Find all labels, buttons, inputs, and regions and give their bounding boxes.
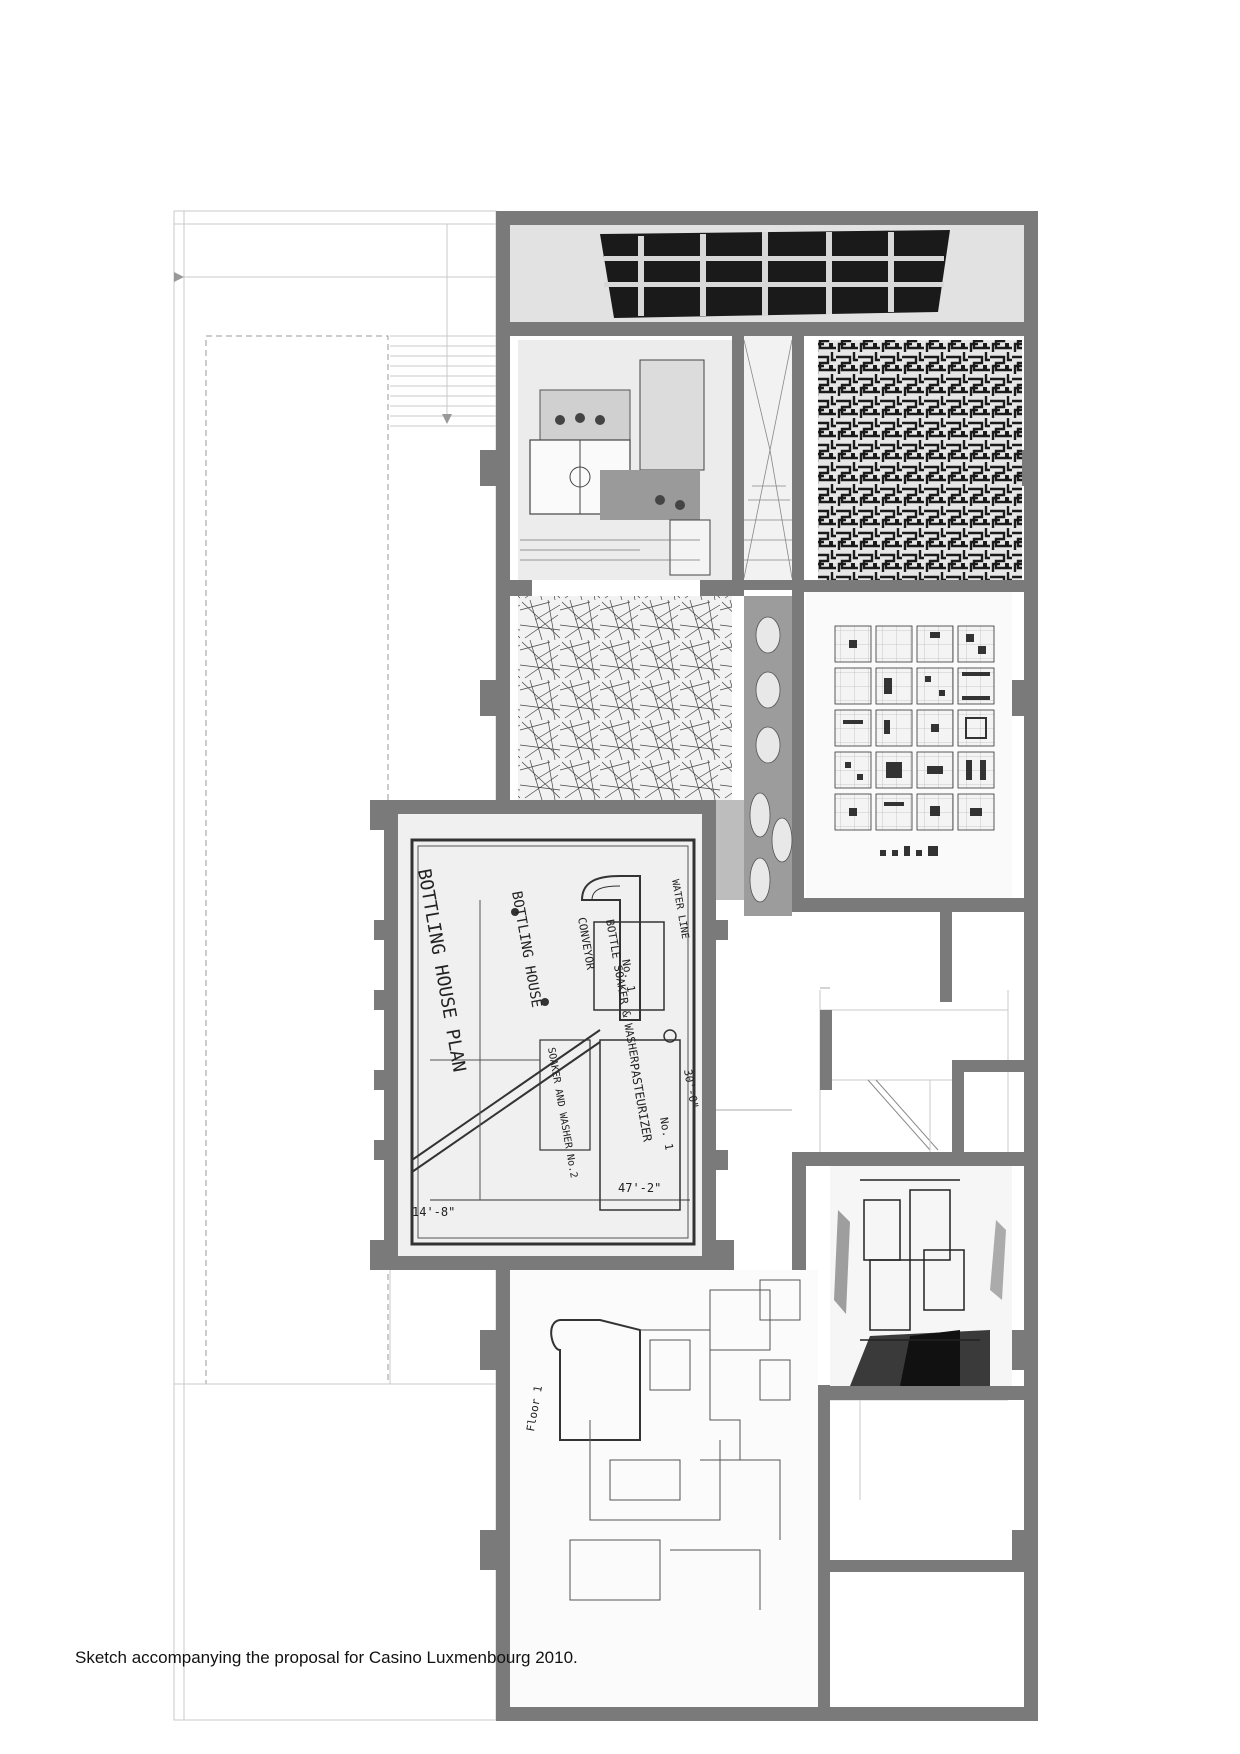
- grid-diagrams: [806, 592, 1012, 898]
- scribble-collage: [518, 596, 732, 800]
- maze-collage: [818, 340, 1022, 580]
- blueprint-dimension-2: 47'-2": [618, 1181, 661, 1195]
- site-plan-collage: [518, 340, 732, 580]
- east-annex-outline: [819, 990, 1009, 1500]
- building-walls: [370, 211, 1038, 1721]
- blueprint-dimension-1: 14'-8": [412, 1205, 455, 1219]
- figure-caption: Sketch accompanying the proposal for Cas…: [75, 1648, 578, 1667]
- bottling-house-blueprint: BOTTLING HOUSE PLAN BOTTLING HOUSE CONVE…: [398, 814, 702, 1256]
- tile-pattern-collage: [716, 596, 793, 916]
- hand-sketch-collage: Floor 1: [510, 1270, 818, 1707]
- skylight-collage: [510, 225, 1024, 322]
- blueprint-pasteurizer-number: No. 1: [657, 1116, 676, 1151]
- perspective-sketch: [743, 336, 793, 580]
- corridor-lines: [716, 987, 830, 1111]
- stair-treads: [390, 335, 496, 427]
- axonometric-collage: [830, 1166, 1012, 1386]
- blueprint-washer-number: No. 1: [619, 958, 638, 993]
